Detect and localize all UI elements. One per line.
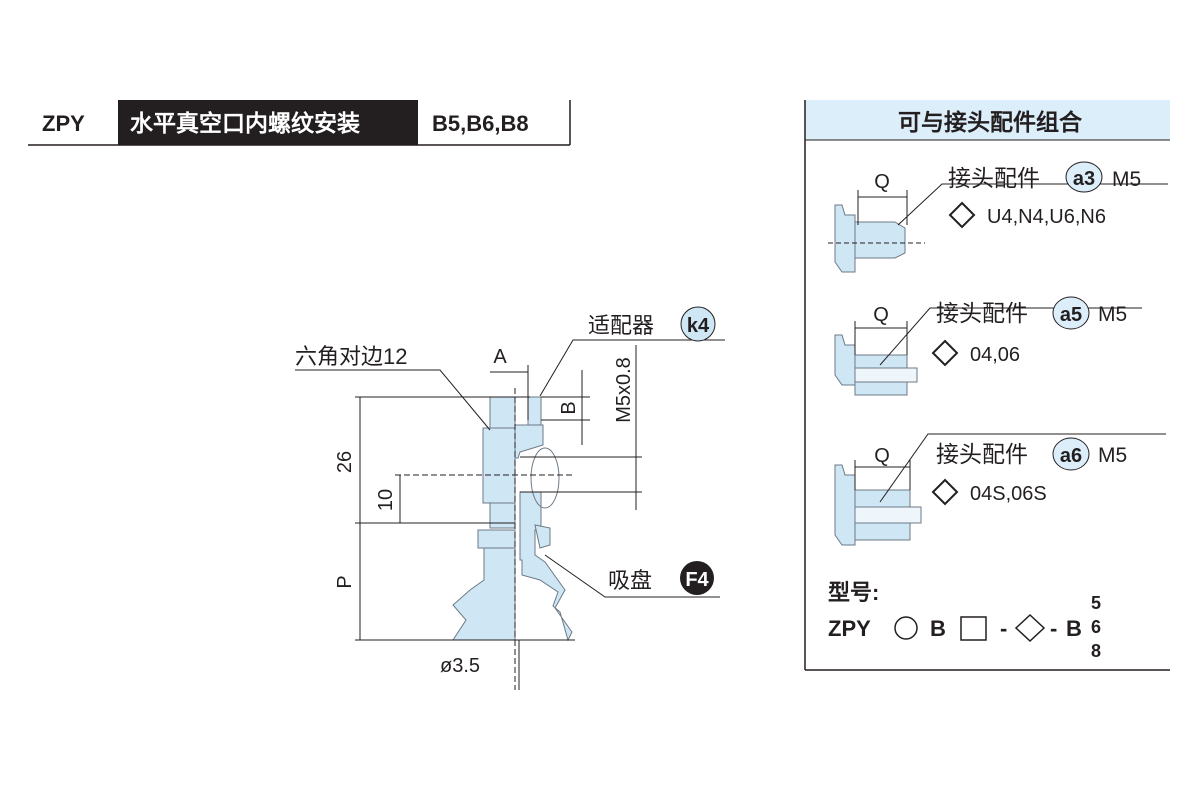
fitting-a6-dim: Q <box>874 445 890 467</box>
model-code: ZPY <box>42 111 85 136</box>
model-b: B <box>930 616 946 641</box>
fitting-a3-thread: M5 <box>1112 168 1141 191</box>
fitting-a6-badge: a6 <box>1060 445 1082 467</box>
pad-section-half <box>514 396 573 642</box>
fitting-a3-body <box>854 221 906 259</box>
size-list: B5,B6,B8 <box>432 111 529 136</box>
vacuum-pad-drawing <box>295 339 725 690</box>
diamond-icon <box>931 478 959 506</box>
diamond-placeholder-icon <box>1014 613 1046 643</box>
fitting-a3-dim: Q <box>874 171 890 193</box>
fitting-a6-options: 04S,06S <box>970 483 1047 505</box>
header-bar: ZPY 水平真空口内螺纹安装 B5,B6,B8 <box>28 100 571 146</box>
fitting-a6-label: 接头配件 <box>936 441 1028 467</box>
dim-thread-label: M5x0.8 <box>613 357 635 423</box>
adapter-badge: k4 <box>687 315 710 337</box>
fitting-a3-options: U4,N4,U6,N6 <box>987 206 1106 228</box>
model-dash-2: - <box>1050 616 1057 641</box>
pad-badge: F4 <box>685 569 709 591</box>
pad-leader <box>544 554 720 598</box>
pad-body-half <box>452 396 516 641</box>
model-prefix: ZPY <box>828 616 871 641</box>
diamond-icon <box>948 201 976 229</box>
hex-label: 六角对边12 <box>295 344 407 369</box>
model-dash-1: - <box>1000 616 1007 641</box>
title-background <box>118 100 418 145</box>
model-b2: B <box>1066 616 1082 641</box>
dim-26-label: 26 <box>334 451 356 473</box>
vacuum-port-outline <box>530 447 560 509</box>
dim-dia-label: ø3.5 <box>440 655 480 677</box>
adapter-badge-circle <box>680 306 716 342</box>
dim-a-label: A <box>493 346 507 368</box>
hex-leader <box>295 369 491 431</box>
circle-placeholder-icon <box>894 616 918 640</box>
fitting-a5-dim: Q <box>873 304 889 326</box>
model-label: 型号: <box>828 580 879 605</box>
adapter-label: 适配器 <box>588 313 654 338</box>
model-code-formula: 型号: ZPY B - - B 5 6 8 <box>828 580 1101 661</box>
fitting-a3: Q 接头配件 a3 M5 U4,N4,U6,N6 <box>828 161 1168 273</box>
panel-header-bg <box>805 100 1170 140</box>
fitting-a5: Q 接头配件 a5 M5 04,06 <box>834 296 1142 396</box>
mount-title: 水平真空口内螺纹安装 <box>130 110 360 137</box>
fitting-panel: 可与接头配件组合 <box>804 100 1170 671</box>
dim-p-label: P <box>334 575 356 588</box>
dim-b-label: B <box>558 401 580 414</box>
fitting-a5-label: 接头配件 <box>936 300 1028 326</box>
panel-title: 可与接头配件组合 <box>898 109 1083 135</box>
model-suffix-6: 6 <box>1091 617 1101 637</box>
fitting-a3-badge: a3 <box>1073 168 1095 190</box>
model-suffix-5: 5 <box>1091 593 1101 613</box>
pad-badge-circle <box>680 561 714 595</box>
fitting-a6: Q 接头配件 a6 M5 04S,06S <box>834 433 1166 546</box>
diamond-icon <box>931 339 959 367</box>
dim-10-label: 10 <box>375 489 397 511</box>
fitting-a5-thread: M5 <box>1098 303 1127 326</box>
pad-label: 吸盘 <box>608 568 652 593</box>
fitting-a5-options: 04,06 <box>970 344 1020 366</box>
fitting-a6-thread: M5 <box>1098 444 1127 467</box>
fitting-a3-label: 接头配件 <box>948 165 1040 191</box>
fitting-a5-badge: a5 <box>1060 304 1082 326</box>
adapter-leader <box>539 339 725 397</box>
square-placeholder-icon <box>960 616 987 641</box>
model-suffix-8: 8 <box>1091 641 1101 661</box>
